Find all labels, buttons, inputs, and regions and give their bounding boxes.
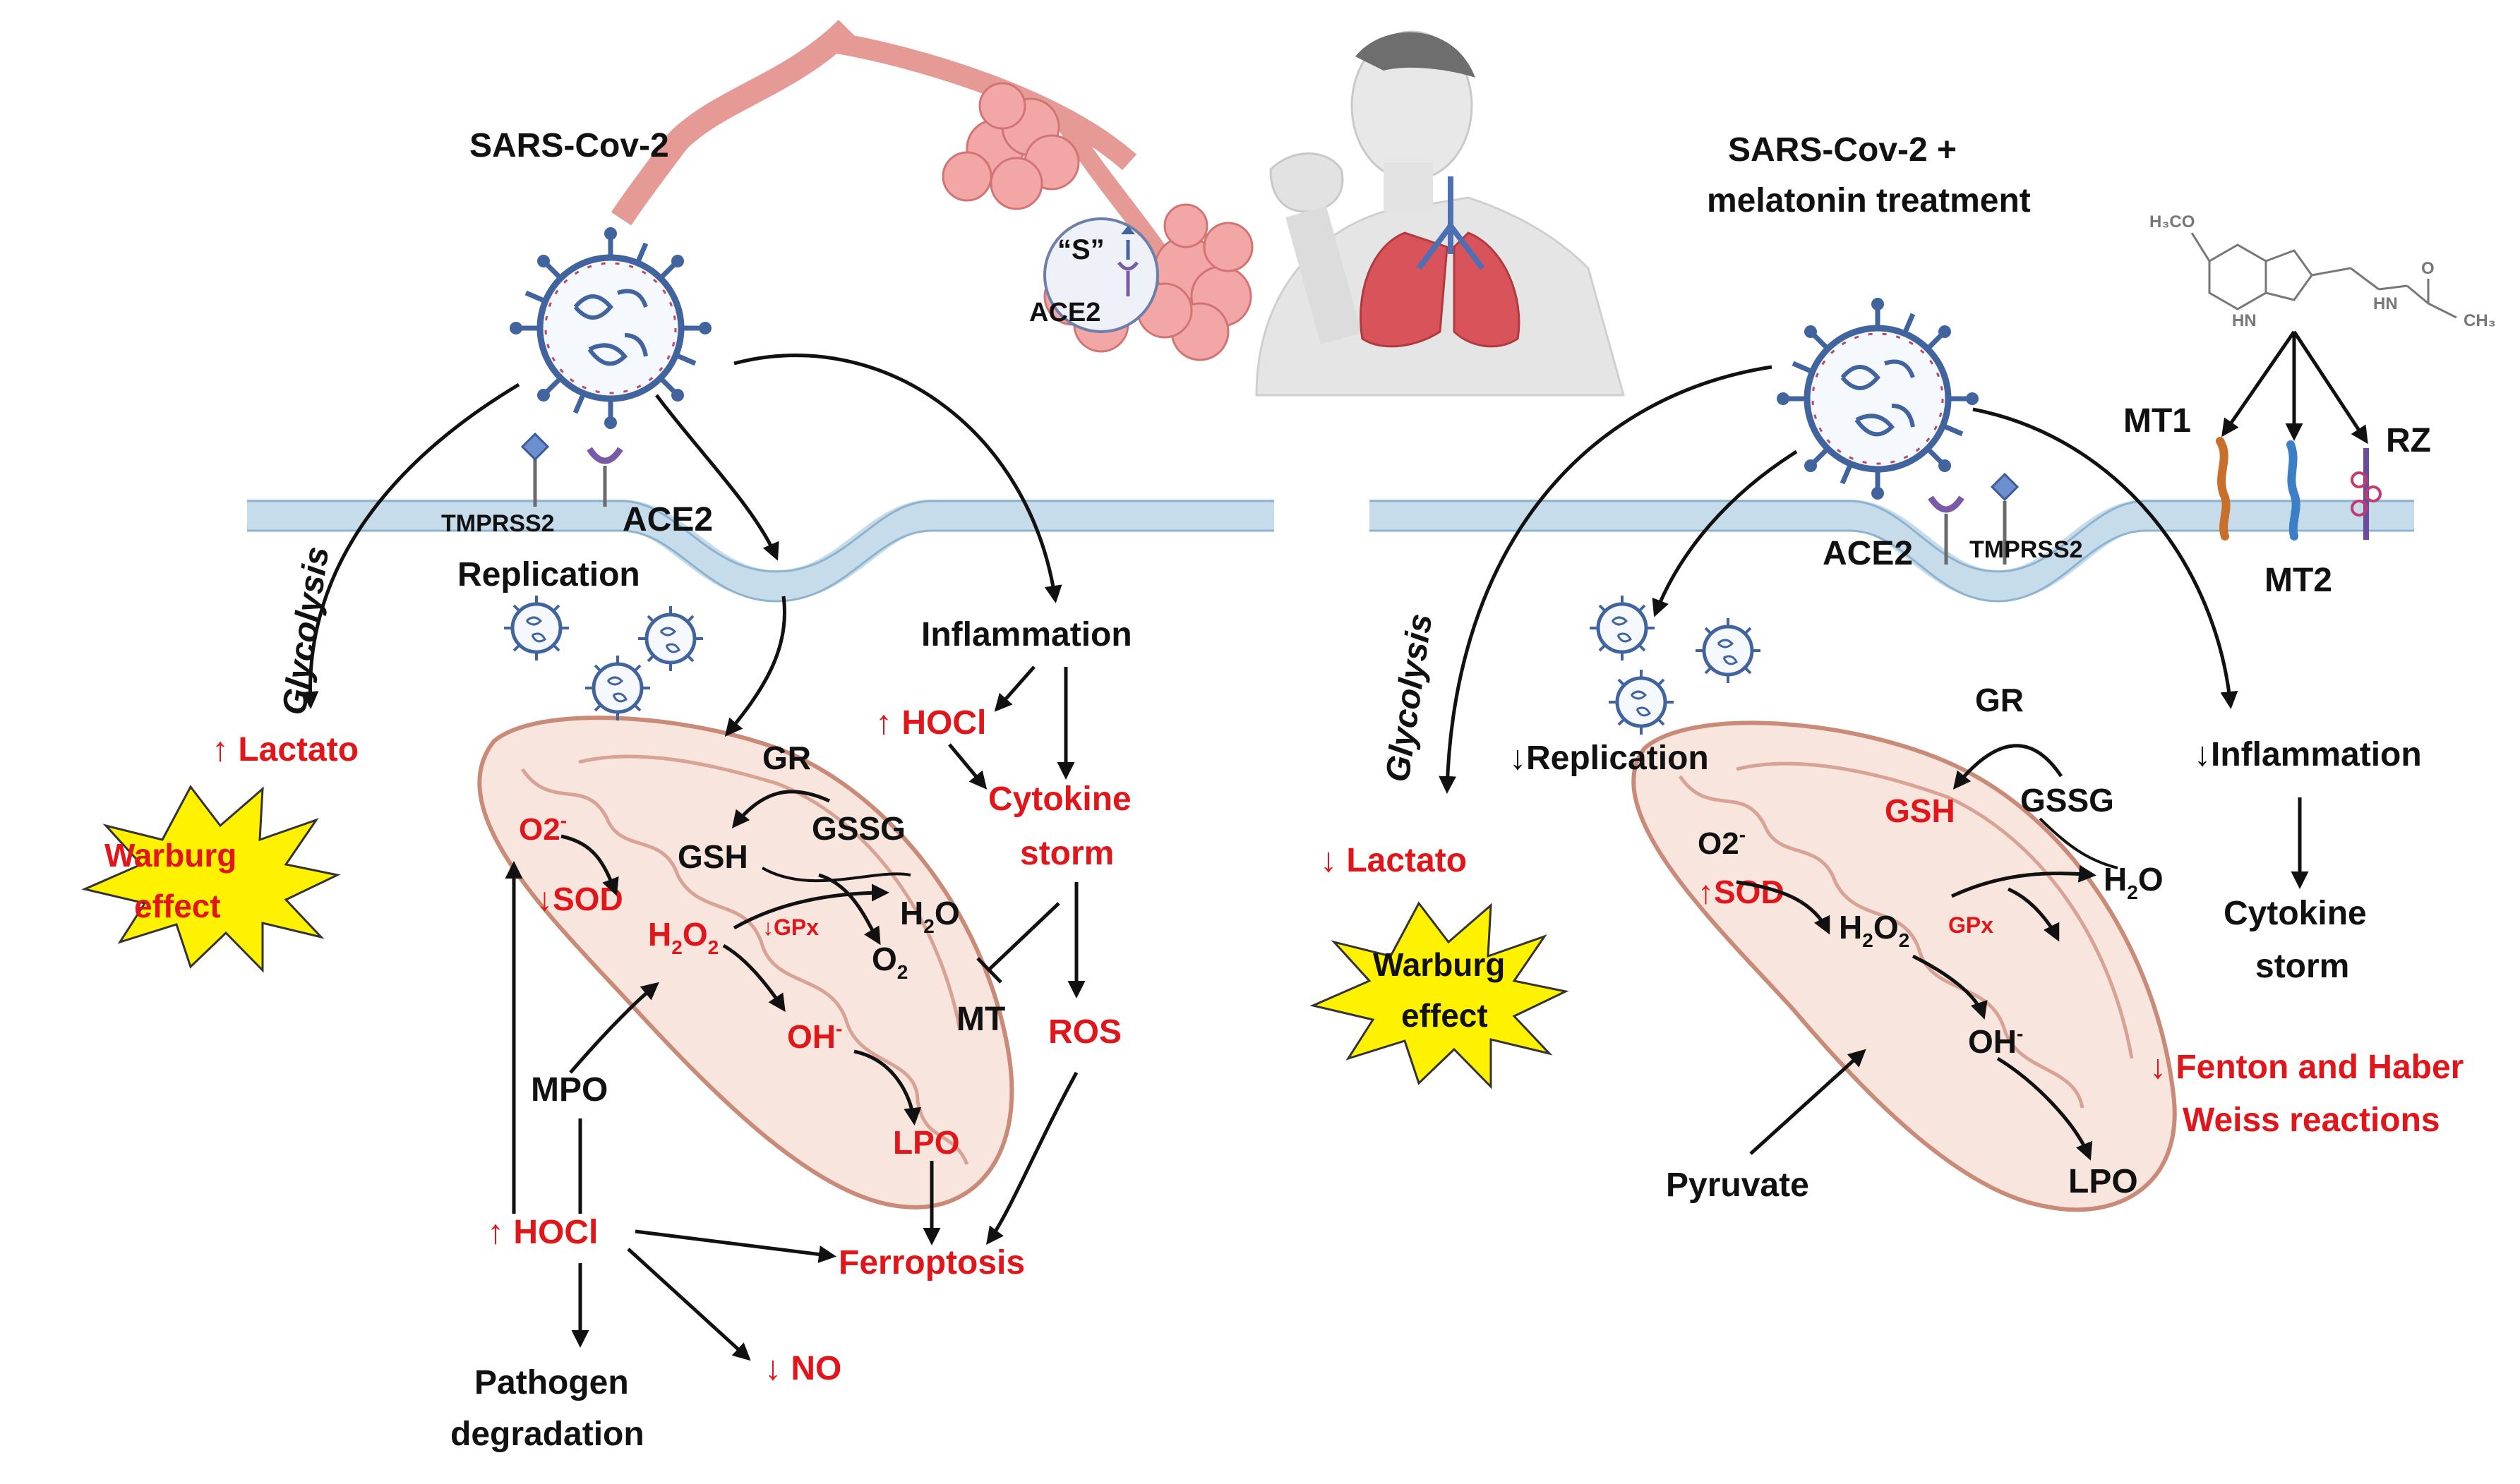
right-gr-label: GR [1975,682,2024,718]
left-warburg-line1: Warburg [104,837,236,874]
left-no-label: ↓ NO [764,1350,841,1387]
top-ace2-label: ACE2 [1029,298,1100,327]
right-replication-label: ↓Replication [1509,740,1709,777]
left-hocl-up-label: ↑ HOCl [875,704,986,742]
coughing-person-icon [1255,30,1625,397]
lungs-icon [1360,176,1520,348]
left-arrows [301,354,1086,1361]
ace2-receptor-icon [587,447,623,507]
left-mpo-label: MPO [531,1071,608,1109]
right-pyruvate-label: Pyruvate [1666,1166,1809,1204]
right-lpo-label: LPO [2068,1163,2138,1200]
melatonin-receptor-arrows [2221,330,2368,445]
tmprss2-icon [520,432,550,507]
left-lpo-label: LPO [893,1124,960,1161]
replicated-virions-left [504,596,703,720]
warburg-burst-right [1309,901,1569,1090]
left-ros-label: ROS [1048,1013,1122,1051]
left-gr-label: GR [762,740,811,776]
right-mt1-label: MT1 [2123,402,2191,440]
left-gsh-label: GSH [678,838,748,875]
right-inflammation-label: ↓Inflammation [2194,736,2422,773]
left-gpx-label: ↓GPx [762,915,819,940]
lungs-illustration: “S” ACE2 [611,19,1254,361]
right-tmprss2-label: TMPRSS2 [1969,536,2083,563]
right-cytokine-line1: Cytokine [2224,895,2367,932]
left-h2o-label: H2O [900,895,960,937]
mol-methoxy: H₃CO [2149,212,2195,231]
right-gssg-label: GSSG [2020,782,2114,819]
right-sod-label: ↑SOD [1698,874,1784,910]
mol-hn-amide: HN [2373,294,2398,313]
right-fenton-line1: ↓ Fenton and Haber [2149,1049,2464,1086]
rz-receptor-icon [2351,448,2382,540]
right-title-line2: melatonin treatment [1707,182,2031,219]
melatonin-structure-icon [2190,232,2457,319]
right-warburg-line2: effect [1401,997,1488,1034]
left-oh-label: OH- [787,1018,842,1055]
right-warburg-line1: Warburg [1373,946,1505,983]
mt1-receptor-icon [2216,437,2231,541]
alveoli-cluster-left [942,82,1080,210]
right-h2o-label: H2O [2104,861,2164,903]
tmprss2-icon-right [1990,472,2020,565]
right-gssg-h2o-link [2039,817,2118,869]
alveoli-cluster-right [1136,203,1254,361]
right-o2-minus: O2- [1698,824,1746,861]
mt2-receptor-icon [2286,440,2300,541]
spike-label: “S” [1057,234,1105,265]
left-ferroptosis-label: Ferroptosis [839,1244,1025,1281]
spike-protein-icon [1121,226,1135,234]
left-cytokine-line2: storm [1020,835,1114,872]
left-o2-label: O2 [872,941,908,983]
left-title: SARS-Cov-2 [469,127,669,164]
right-rz-label: RZ [2386,422,2431,459]
right-gpx-label: GPx [1948,912,1993,938]
warburg-burst-left [81,785,341,973]
right-mt2-label: MT2 [2264,562,2332,599]
mol-hn-ring: HN [2232,311,2257,330]
left-gsh-h2o-link [762,867,911,883]
left-lactato-label: ↑ Lactato [212,731,359,768]
left-warburg-line2: effect [134,888,221,924]
left-sod-label: ↓SOD [536,881,623,917]
left-h2o2-label: H2O2 [648,916,719,958]
left-tmprss2-label: TMPRSS2 [441,510,555,537]
right-fenton-line2: Weiss reactions [2183,1102,2440,1139]
ace2-receptor-icon [1117,261,1139,271]
right-arrows [1439,365,2309,1161]
left-hocl-bottom-label: ↑ HOCl [487,1214,598,1251]
coronavirus-icon-right [1777,298,1979,500]
left-mt-inhibition [976,902,1060,984]
ace2-receptor-icon-right [1928,495,1964,565]
left-ace2-label: ACE2 [623,501,713,538]
left-pathogen-line1: Pathogen [474,1364,629,1401]
left-gssg-label: GSSG [812,810,906,847]
right-gsh-label: GSH [1885,792,1955,829]
left-o2-minus: O2- [519,809,567,847]
left-glycolysis-label: Glycolysis [275,544,336,717]
left-replication-label: Replication [457,556,640,593]
left-inflammation-label: Inflammation [921,616,1132,653]
cell-membrane-left [247,500,1274,603]
left-pathogen-line2: degradation [450,1416,644,1453]
right-oh-label: OH- [1968,1022,2023,1060]
cell-membrane-right [1369,500,2414,603]
left-mt-label: MT [956,1001,1005,1038]
right-h2o2-label: H2O2 [1839,909,1909,951]
right-glycolysis-label: Glycolysis [1379,611,1439,784]
right-cytokine-line2: storm [2255,948,2349,985]
left-cytokine-line1: Cytokine [988,780,1132,818]
right-lactato-label: ↓ Lactato [1320,842,1467,879]
replicated-virions-right [1590,596,1760,735]
mitochondrion-right [1631,720,2177,1212]
mol-o: O [2421,259,2435,278]
coronavirus-icon [510,227,712,429]
right-ace2-label: ACE2 [1823,535,1913,572]
mol-ch3: CH₃ [2464,311,2496,330]
right-title-line1: SARS-Cov-2 + [1728,131,1957,169]
